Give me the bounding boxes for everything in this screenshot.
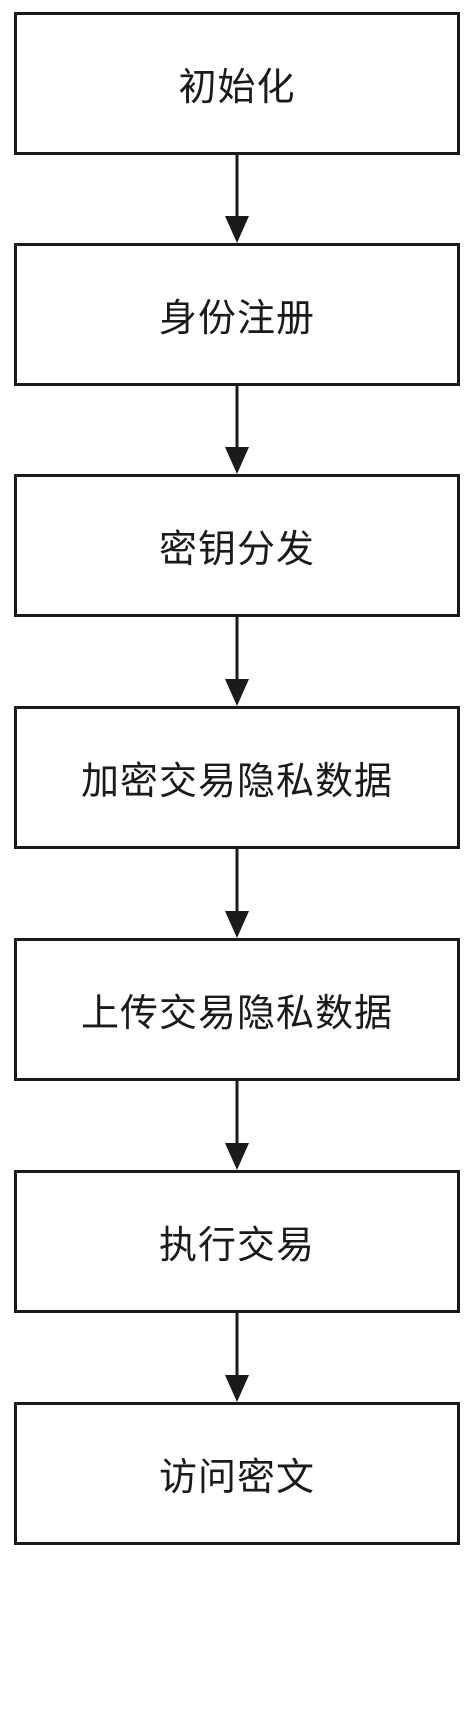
arrow-6 — [225, 1313, 249, 1402]
step-identity-registration: 身份注册 — [14, 243, 460, 386]
step-label: 上传交易隐私数据 — [80, 991, 393, 1035]
step-label: 加密交易隐私数据 — [80, 759, 393, 803]
step-label: 访问密文 — [158, 1455, 315, 1499]
arrow-2 — [225, 386, 249, 474]
step-execute-transaction: 执行交易 — [14, 1170, 460, 1313]
step-label: 身份注册 — [158, 296, 315, 340]
step-access-ciphertext: 访问密文 — [14, 1402, 460, 1545]
step-key-distribution: 密钥分发 — [14, 474, 460, 617]
step-encrypt-private-data: 加密交易隐私数据 — [14, 706, 460, 849]
step-label: 执行交易 — [158, 1223, 315, 1267]
arrow-4 — [225, 849, 249, 938]
step-label: 初始化 — [178, 65, 296, 109]
step-label: 密钥分发 — [158, 527, 315, 571]
arrow-3 — [225, 617, 249, 706]
arrow-1 — [225, 155, 249, 243]
step-initialization: 初始化 — [14, 12, 460, 155]
arrow-5 — [225, 1081, 249, 1170]
step-upload-private-data: 上传交易隐私数据 — [14, 938, 460, 1081]
